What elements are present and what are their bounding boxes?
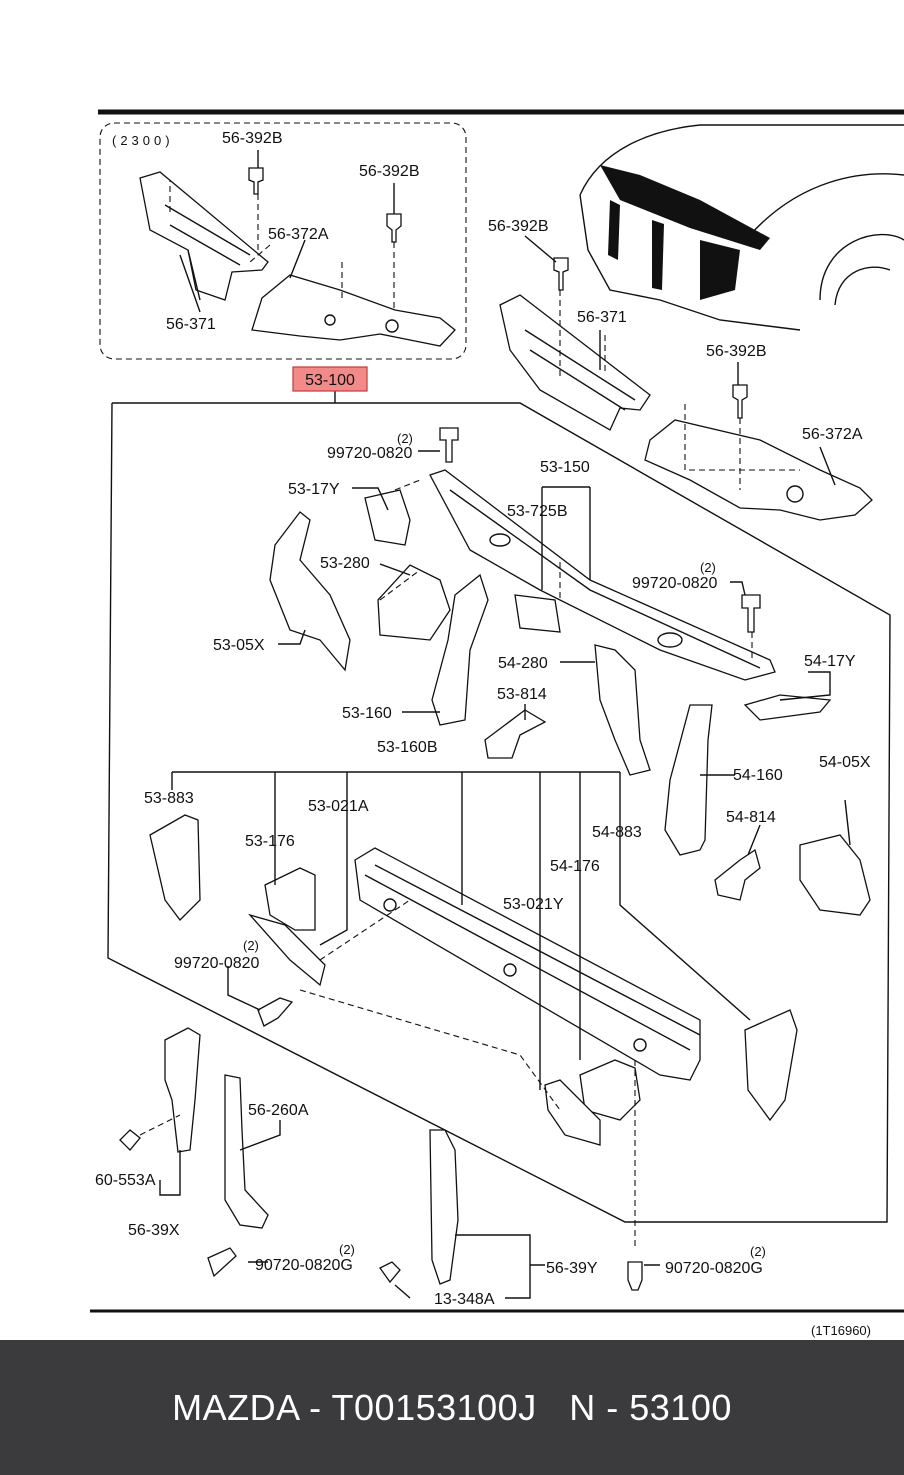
label-53-05x: 53-05X <box>213 637 265 654</box>
shroud-upper-right <box>499 294 651 431</box>
label-53-725b: 53-725B <box>507 503 568 520</box>
upper-crossmember <box>429 469 776 681</box>
footer-prefix: N <box>569 1386 596 1428</box>
variant-bolt-a <box>248 167 264 195</box>
label-56-371-b: 56-371 <box>577 309 627 326</box>
label-56-372a-b: 56-372A <box>802 426 863 443</box>
variant-box <box>99 122 467 360</box>
label-56-392b-c: 56-392B <box>488 218 549 235</box>
cover-upper-right <box>644 419 873 521</box>
footer-brand: MAZDA <box>172 1386 299 1428</box>
svg-text:53-100: 53-100 <box>305 372 355 389</box>
label-54-883: 54-883 <box>592 824 642 841</box>
label-56-372a-a: 56-372A <box>268 226 329 243</box>
label-53-150: 53-150 <box>540 459 590 476</box>
label-53-176: 53-176 <box>245 833 295 850</box>
label-53-17y: 53-17Y <box>288 481 340 498</box>
label-54-176: 54-176 <box>550 858 600 875</box>
reference-code: (1T16960) <box>811 1323 871 1338</box>
label-60-553a: 60-553A <box>95 1172 156 1189</box>
variant-clip-b <box>386 213 402 243</box>
label-13-348a: 13-348A <box>434 1291 495 1308</box>
label-56-392b-a: 56-392B <box>222 130 283 147</box>
variant-shroud-part <box>139 171 269 301</box>
footer-banner: MAZDA - T00153100J N - 53100 <box>0 1340 904 1475</box>
footer-part-number: 53100 <box>629 1386 732 1428</box>
label-53-883: 53-883 <box>144 790 194 807</box>
label-90720-a: 90720-0820G <box>255 1257 353 1274</box>
footer-part-code: T00153100J <box>331 1386 537 1428</box>
footer-dash: - <box>309 1386 322 1428</box>
label-qty-e: (2) <box>750 1244 766 1259</box>
variant-label: (2300) <box>112 133 174 148</box>
lower-crossmember <box>354 847 701 1081</box>
label-99720-c: 99720-0820 <box>174 955 260 972</box>
label-54-160: 54-160 <box>733 767 783 784</box>
callouts: 56-392B 56-392B 56-372A 56-371 56-392B 5… <box>95 130 871 1308</box>
variant-cover-part <box>251 274 456 347</box>
parts-diagram: (2300) 53-100 <box>90 109 904 1338</box>
footer-part-info: MAZDA - T00153100J N - 53100 <box>172 1387 732 1429</box>
main-part-label[interactable]: 53-100 <box>292 366 368 392</box>
label-53-280: 53-280 <box>320 555 370 572</box>
car-silhouette <box>579 124 904 331</box>
label-qty-a: (2) <box>397 431 413 446</box>
label-54-814: 54-814 <box>726 809 776 826</box>
label-56-392b-b: 56-392B <box>359 163 420 180</box>
main-group-outline <box>107 402 891 1223</box>
label-qty-b: (2) <box>700 560 716 575</box>
label-qty-c: (2) <box>243 938 259 953</box>
label-99720-a: 99720-0820 <box>327 445 413 462</box>
label-54-05x: 54-05X <box>819 754 871 771</box>
label-53-814: 53-814 <box>497 686 547 703</box>
label-56-392b-d: 56-392B <box>706 343 767 360</box>
label-53-160b: 53-160B <box>377 739 438 756</box>
label-56-371-a: 56-371 <box>166 316 216 333</box>
label-qty-d: (2) <box>339 1242 355 1257</box>
label-53-021a: 53-021A <box>308 798 369 815</box>
label-56-39y: 56-39Y <box>546 1260 598 1277</box>
label-56-260a: 56-260A <box>248 1102 309 1119</box>
label-53-021y: 53-021Y <box>503 896 564 913</box>
label-54-280: 54-280 <box>498 655 548 672</box>
label-99720-b: 99720-0820 <box>632 575 718 592</box>
label-90720-b: 90720-0820G <box>665 1260 763 1277</box>
label-54-17y: 54-17Y <box>804 653 856 670</box>
label-56-39x: 56-39X <box>128 1222 180 1239</box>
footer-dash: - <box>606 1386 619 1428</box>
label-53-160: 53-160 <box>342 705 392 722</box>
